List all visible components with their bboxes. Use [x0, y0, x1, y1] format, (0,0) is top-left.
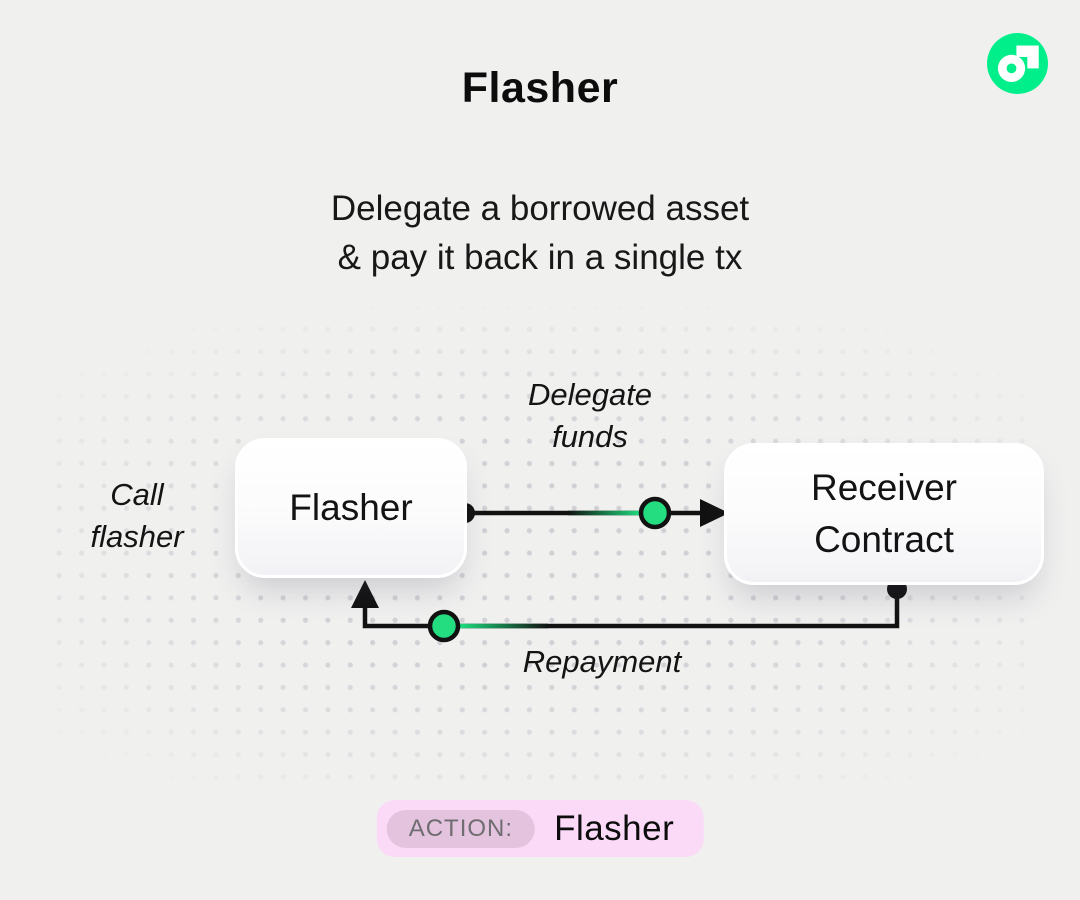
- receiver-label-line-2: Contract: [814, 519, 954, 560]
- repayment-label: Repayment: [522, 644, 682, 679]
- node-receiver-label: Receiver Contract: [811, 462, 957, 566]
- action-badge-prefix: ACTION:: [386, 809, 536, 848]
- node-flasher: Flasher: [235, 438, 467, 578]
- call-label-line-1: Call: [110, 477, 164, 512]
- node-flasher-label: Flasher: [289, 487, 413, 529]
- action-badge: ACTION: Flasher: [376, 800, 704, 857]
- page-title: Flasher: [461, 64, 619, 112]
- page-subtitle: Delegate a borrowed asset & pay it back …: [0, 184, 1080, 282]
- edge-label-repayment: Repayment: [492, 641, 712, 683]
- subtitle-line-2: & pay it back in a single tx: [337, 238, 743, 277]
- edge-label-delegate-funds: Delegate funds: [480, 374, 700, 458]
- action-badge-value: Flasher: [554, 808, 675, 848]
- subtitle-line-1: Delegate a borrowed asset: [330, 189, 750, 228]
- flow-logo-icon: [987, 33, 1048, 94]
- call-label-line-2: flasher: [90, 519, 184, 554]
- delegate-label-line-2: funds: [552, 419, 628, 454]
- receiver-label-line-1: Receiver: [811, 467, 957, 509]
- side-label-call-flasher: Call flasher: [52, 474, 222, 558]
- delegate-label-line-1: Delegate: [527, 377, 653, 412]
- node-receiver-contract: Receiver Contract: [724, 443, 1044, 585]
